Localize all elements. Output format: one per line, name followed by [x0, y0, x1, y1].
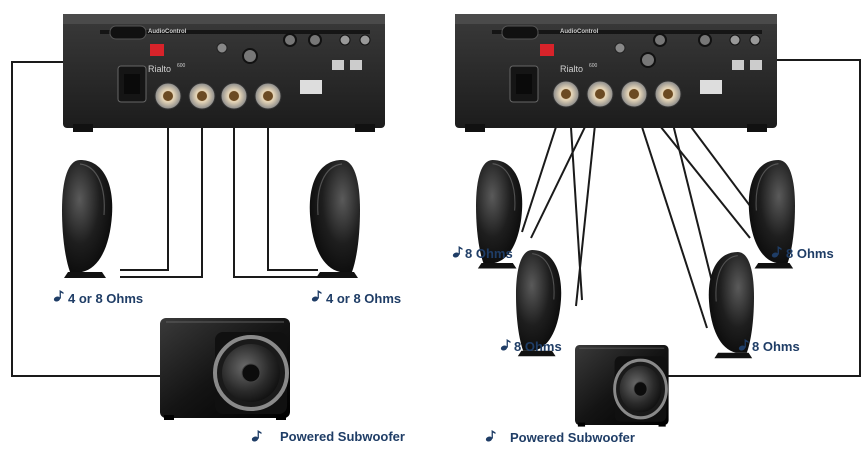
amp-brand-left: AudioControl	[148, 29, 187, 35]
speaker-label-right-4-text: 8 Ohms	[752, 339, 800, 354]
music-note-icon	[452, 246, 463, 259]
config-left: AudioControl Rialto 600	[11, 14, 405, 444]
music-note-icon	[485, 430, 496, 443]
speaker-label-left-2-text: 4 or 8 Ohms	[326, 291, 401, 306]
music-note-icon	[251, 430, 262, 443]
music-note-icon	[53, 290, 64, 303]
speaker-terminals-right	[552, 80, 682, 108]
subwoofer-label-left: Powered Subwoofer	[251, 429, 405, 444]
power-switch-left	[150, 44, 164, 56]
amp-model-right: Rialto	[560, 64, 583, 74]
amp-model-left: Rialto	[148, 64, 171, 74]
subwoofer-label-right: Powered Subwoofer	[485, 430, 635, 445]
speaker-left-1	[61, 159, 113, 279]
speaker-left-2	[309, 159, 361, 279]
speaker-label-right-1-text: 8 Ohms	[465, 246, 513, 261]
amplifier-left: AudioControl Rialto 600	[63, 14, 385, 132]
power-switch-right	[540, 44, 554, 56]
music-note-icon	[311, 290, 322, 303]
speaker-label-left-2: 4 or 8 Ohms	[311, 290, 401, 306]
amp-brand-right: AudioControl	[560, 29, 599, 35]
speaker-label-right-4: 8 Ohms	[738, 339, 800, 354]
music-note-icon	[500, 339, 511, 352]
subwoofer-right	[573, 343, 671, 429]
subwoofer-left	[158, 316, 292, 422]
speaker-label-right-1: 8 Ohms	[452, 246, 513, 261]
speaker-terminals-left	[154, 82, 282, 110]
amplifier-right: AudioControl Rialto 600	[455, 14, 777, 132]
config-right: AudioControl Rialto 600	[452, 14, 861, 445]
subwoofer-label-right-text: Powered Subwoofer	[510, 430, 635, 445]
amp-model-suffix-left: 600	[177, 63, 186, 69]
speaker-label-right-3: 8 Ohms	[500, 339, 562, 354]
subwoofer-label-left-text: Powered Subwoofer	[280, 429, 405, 444]
amp-model-suffix-right: 600	[589, 63, 598, 69]
speaker-label-left-1: 4 or 8 Ohms	[53, 290, 143, 306]
speaker-label-right-3-text: 8 Ohms	[514, 339, 562, 354]
speaker-label-right-2: 8 Ohms	[771, 246, 834, 261]
speaker-label-right-2-text: 8 Ohms	[786, 246, 834, 261]
speaker-label-left-1-text: 4 or 8 Ohms	[68, 291, 143, 306]
